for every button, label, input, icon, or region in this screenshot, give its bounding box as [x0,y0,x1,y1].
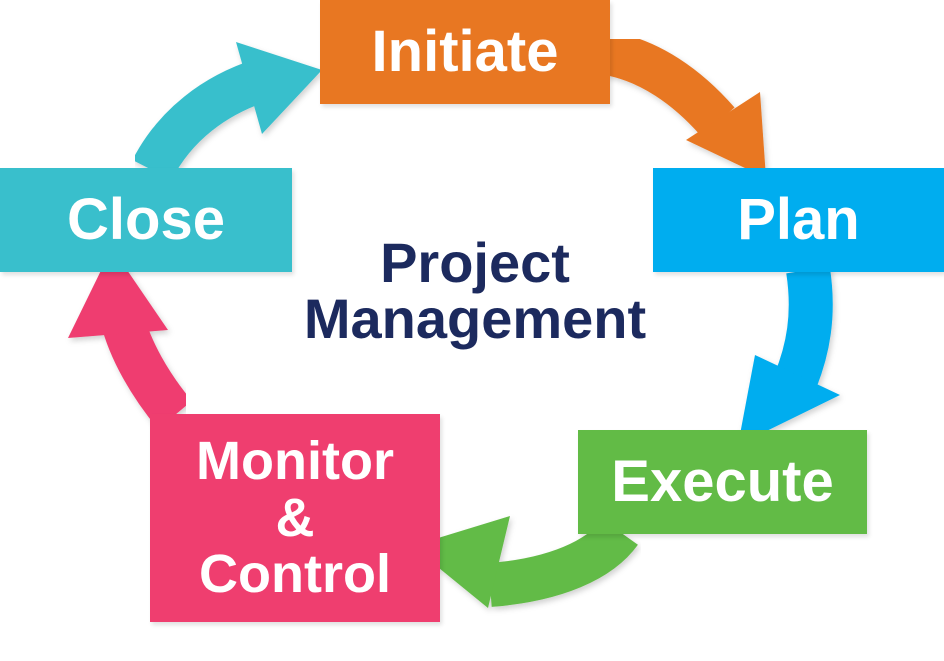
step-monitor-control: Monitor & Control [150,414,440,622]
step-close-label: Close [67,187,225,252]
arrow-close-to-initiate [132,42,322,181]
step-plan-label: Plan [737,187,860,252]
step-execute: Execute [578,430,867,534]
step-close: Close [0,168,292,272]
step-initiate-label: Initiate [371,19,559,84]
step-monitor-label-line3: Control [199,544,391,605]
arrow-initiate-to-plan [596,30,766,178]
center-title-line2: Management [303,287,647,350]
arrow-plan-to-execute [738,266,840,445]
step-monitor-label-line2: & [275,487,315,548]
step-initiate: Initiate [320,0,610,104]
center-title: Project Management [250,235,700,347]
center-title-line1: Project [380,231,570,294]
step-plan: Plan [653,168,944,272]
step-monitor-label-line1: Monitor [196,430,394,491]
step-execute-label: Execute [611,449,834,514]
arrow-monitor-to-close [68,248,193,430]
